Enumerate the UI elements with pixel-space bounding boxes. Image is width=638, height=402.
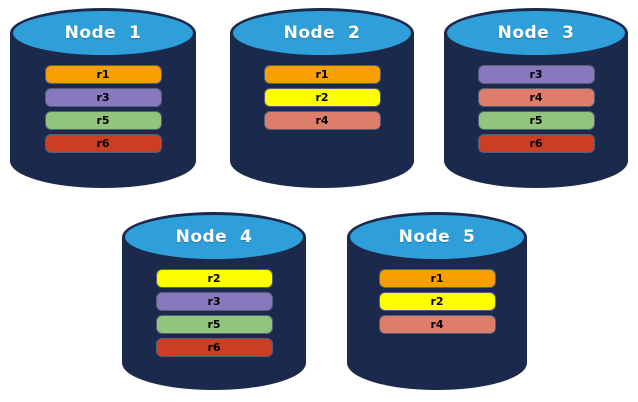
replica-bar-r5: r5 [156,316,272,333]
replica-label: r2 [207,272,221,285]
node-title: Node 2 [283,23,361,43]
replica-label: r2 [315,91,329,104]
node-title: Node 1 [64,23,142,43]
db-node-cylinder: Node 4 r2 r3 r5 r6 [122,212,306,390]
replica-bar-r6: r6 [156,339,272,356]
cylinder-top-ellipse: Node 2 [230,8,414,58]
replica-label: r4 [529,91,543,104]
replica-label: r5 [96,114,110,127]
replica-bar-r6: r6 [45,135,161,152]
replica-bar-r3: r3 [45,89,161,106]
db-node-cylinder: Node 3 r3 r4 r5 r6 [444,8,628,188]
replica-label: r6 [529,137,543,150]
replica-bar-r4: r4 [264,112,380,129]
cylinder-body [230,32,414,188]
replica-list: r1 r2 r4 [347,270,527,333]
replica-label: r4 [315,114,329,127]
replica-bar-r2: r2 [156,270,272,287]
replica-label: r6 [207,341,221,354]
replica-bar-r4: r4 [379,316,495,333]
replica-bar-r3: r3 [478,66,594,83]
replica-label: r3 [207,295,221,308]
replica-label: r1 [315,68,329,81]
replica-label: r2 [430,295,444,308]
node-title: Node 4 [175,227,253,247]
replica-bar-r1: r1 [45,66,161,83]
replica-list: r1 r2 r4 [230,66,414,129]
cylinder-top-ellipse: Node 5 [347,212,527,262]
replica-label: r3 [529,68,543,81]
replica-bar-r5: r5 [45,112,161,129]
replica-label: r5 [529,114,543,127]
cylinder-body [10,32,196,188]
replica-list: r1 r3 r5 r6 [10,66,196,152]
replica-bar-r2: r2 [379,293,495,310]
replica-list: r3 r4 r5 r6 [444,66,628,152]
node-title: Node 5 [398,227,476,247]
replica-label: r6 [96,137,110,150]
cylinder-top-ellipse: Node 3 [444,8,628,58]
replica-label: r5 [207,318,221,331]
cylinder-top-ellipse: Node 4 [122,212,306,262]
replica-bar-r6: r6 [478,135,594,152]
replica-bar-r2: r2 [264,89,380,106]
node-title: Node 3 [497,23,575,43]
replica-label: r1 [430,272,444,285]
replica-label: r1 [96,68,110,81]
replica-bar-r5: r5 [478,112,594,129]
db-node-cylinder: Node 1 r1 r3 r5 r6 [10,8,196,188]
cylinder-top-ellipse: Node 1 [10,8,196,58]
replica-list: r2 r3 r5 r6 [122,270,306,356]
replica-label: r3 [96,91,110,104]
db-node-cylinder: Node 5 r1 r2 r4 [347,212,527,390]
replica-bar-r4: r4 [478,89,594,106]
cylinder-body [444,32,628,188]
replica-bar-r1: r1 [264,66,380,83]
replica-bar-r1: r1 [379,270,495,287]
replica-bar-r3: r3 [156,293,272,310]
db-node-cylinder: Node 2 r1 r2 r4 [230,8,414,188]
replica-label: r4 [430,318,444,331]
